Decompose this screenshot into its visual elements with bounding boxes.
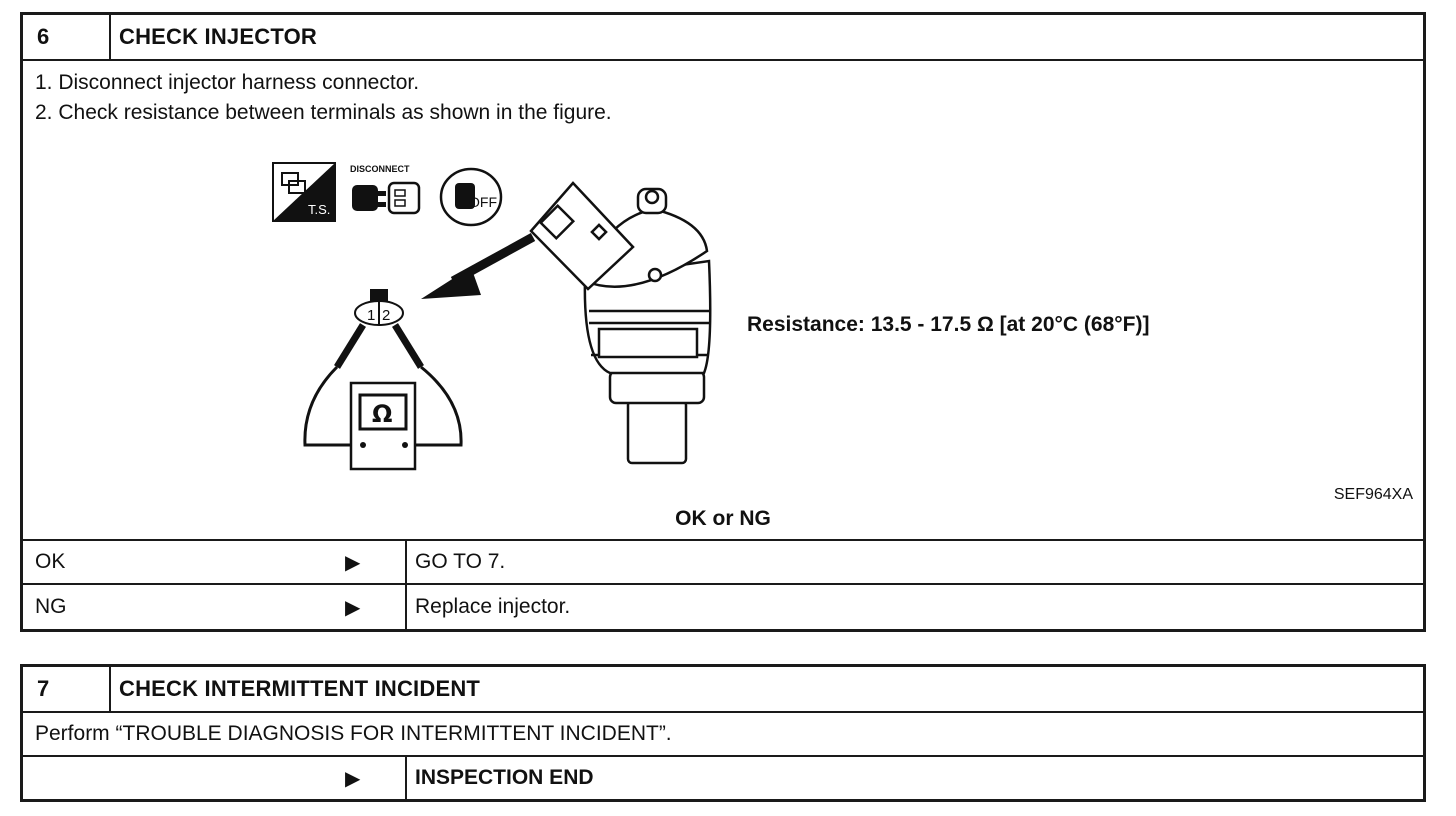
header-divider — [109, 15, 111, 59]
figure-code: SEF964XA — [1334, 486, 1413, 503]
off-label: OFF — [469, 194, 497, 210]
ok-ng-question: OK or NG — [675, 507, 771, 530]
disconnect-icon: DISCONNECT — [350, 164, 421, 215]
step-7-header: 7 CHECK INTERMITTENT INCIDENT — [23, 667, 1423, 713]
right-arrow-icon: ▶ — [345, 767, 361, 790]
result-row-ok: OK ▶ GO TO 7. — [23, 541, 1423, 585]
ohmmeter-diagram: 1 2 Ω — [303, 289, 463, 471]
right-arrow-icon: ▶ — [345, 551, 361, 574]
step-title: CHECK INJECTOR — [119, 24, 317, 49]
step-number: 7 — [37, 676, 50, 701]
instruction-1: 1. Disconnect injector harness connector… — [35, 71, 420, 94]
result-action: INSPECTION END — [415, 766, 594, 789]
result-label: NG — [35, 595, 67, 618]
step-7-panel: 7 CHECK INTERMITTENT INCIDENT Perform “T… — [20, 664, 1426, 802]
result-action: Replace injector. — [415, 595, 571, 618]
result-divider — [405, 585, 407, 629]
pointer-arrow — [421, 233, 536, 299]
step-number: 6 — [37, 24, 50, 49]
ignition-off-icon: OFF — [439, 167, 503, 227]
result-row-ng: NG ▶ Replace injector. — [23, 585, 1423, 629]
injector-figure: T.S. DISCONNECT OFF — [272, 162, 1413, 503]
step-6-panel: 6 CHECK INJECTOR 1. Disconnect injector … — [20, 12, 1426, 632]
step-title: CHECK INTERMITTENT INCIDENT — [119, 676, 481, 701]
right-arrow-icon: ▶ — [345, 596, 361, 619]
instruction: Perform “TROUBLE DIAGNOSIS FOR INTERMITT… — [35, 722, 672, 745]
result-label: OK — [35, 550, 66, 573]
step-6-header: 6 CHECK INJECTOR — [23, 15, 1423, 61]
step-6-body: 1. Disconnect injector harness connector… — [23, 61, 1423, 541]
ts-icon-label: T.S. — [308, 202, 330, 217]
terminal-2-label: 2 — [382, 307, 390, 324]
terminal-1-label: 1 — [367, 307, 375, 324]
resistance-spec: Resistance: 13.5 - 17.5 Ω [at 20°C (68°F… — [747, 313, 1149, 336]
header-divider — [109, 667, 111, 711]
result-divider — [405, 757, 407, 799]
meter-symbol: Ω — [372, 400, 392, 428]
ts-icon: T.S. — [272, 162, 336, 222]
result-row-end: ▶ INSPECTION END — [23, 757, 1423, 799]
result-action: GO TO 7. — [415, 550, 506, 573]
injector-illustration — [529, 181, 712, 465]
step-7-body: Perform “TROUBLE DIAGNOSIS FOR INTERMITT… — [23, 713, 1423, 757]
disconnect-icon-label: DISCONNECT — [350, 164, 410, 174]
result-divider — [405, 541, 407, 583]
instruction-2: 2. Check resistance between terminals as… — [35, 101, 612, 124]
